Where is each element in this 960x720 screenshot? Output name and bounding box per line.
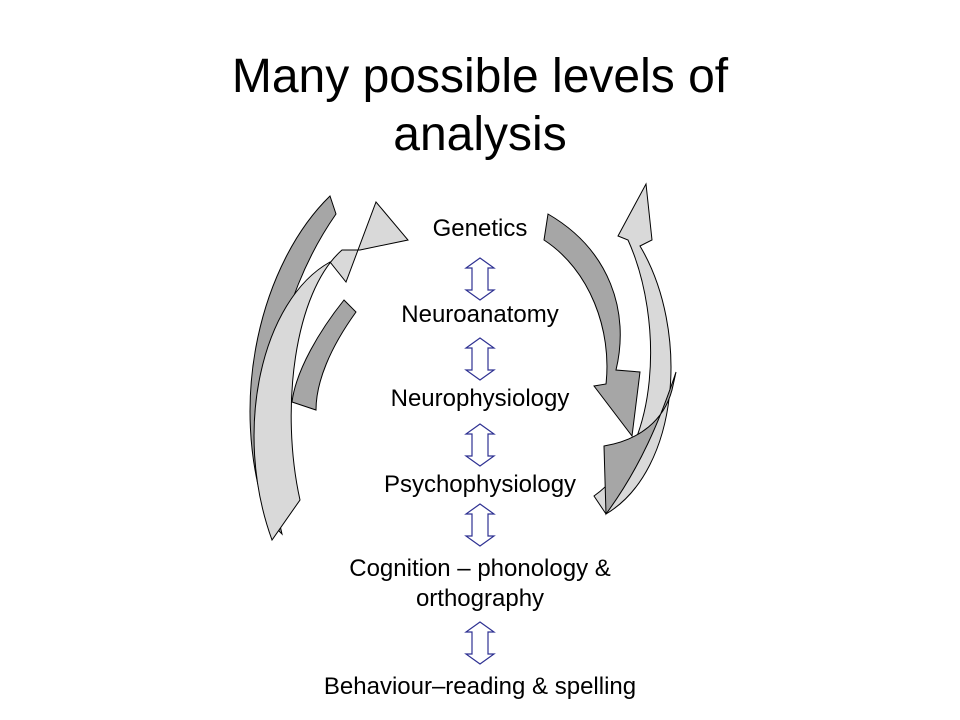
level-label: Genetics	[432, 215, 528, 242]
double-headed-vertical-arrow-icon	[464, 423, 496, 467]
level-behaviour: Behaviour–reading & spelling	[230, 672, 730, 702]
left-inner-curved-arrow-icon	[253, 201, 409, 542]
title-line-1: Many possible levels of	[231, 50, 729, 103]
double-headed-vertical-arrow-icon	[464, 257, 496, 301]
double-arrows	[464, 257, 496, 665]
level-cognition: Cognition – phonology & orthography	[230, 554, 730, 614]
level-genetics: Genetics	[230, 214, 730, 244]
double-headed-vertical-arrow-icon	[464, 337, 496, 381]
title-line-2: analysis	[393, 108, 567, 161]
level-label: Behaviour–reading & spelling	[323, 673, 637, 700]
double-headed-vertical-arrow-icon	[464, 503, 496, 547]
level-neuroanatomy: Neuroanatomy	[230, 300, 730, 330]
double-headed-vertical-arrow-icon	[464, 621, 496, 665]
right-lower-curved-arrow-icon	[603, 371, 677, 516]
left-lower-curved-arrow-icon	[291, 299, 357, 411]
level-label: Neurophysiology	[390, 385, 570, 412]
level-label: Neuroanatomy	[401, 301, 559, 328]
level-psychophysiology: Psychophysiology	[230, 470, 730, 500]
right-outer-curved-arrow-icon	[543, 213, 641, 438]
level-label-line-2: orthography	[415, 585, 545, 612]
slide-title: Many possible levels of analysis	[0, 48, 960, 164]
level-label: Cognition – phonology &	[349, 555, 611, 582]
level-label: Psychophysiology	[383, 471, 577, 498]
level-neurophysiology: Neurophysiology	[230, 384, 730, 414]
